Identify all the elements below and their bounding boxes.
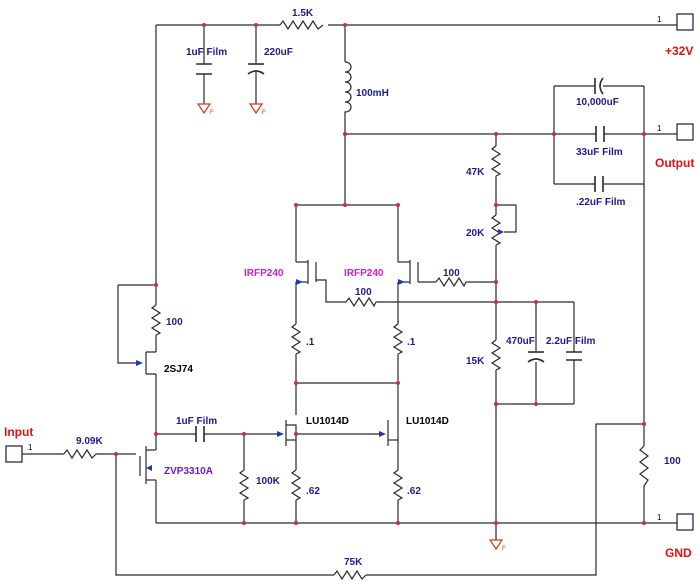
capacitor-33uf — [595, 126, 605, 142]
port-output[interactable]: 1 Output — [654, 123, 694, 170]
ground-icon: F — [196, 103, 214, 116]
svg-text:Output: Output — [655, 156, 694, 170]
label-q-zvp3310a: ZVP3310A — [164, 466, 213, 477]
capacitor-470uf — [527, 351, 545, 363]
resistor-r-062-right — [392, 469, 404, 501]
svg-text:+32V: +32V — [665, 44, 693, 58]
resistor-r-909k — [63, 448, 97, 460]
jfet-2sj74 — [136, 351, 156, 375]
label-r-062-left: .62 — [306, 486, 320, 497]
transistors — [136, 260, 419, 484]
jfet-lu1014d-right — [379, 420, 389, 446]
capacitor-022uf — [594, 176, 604, 192]
resistor-r-15k — [490, 339, 502, 371]
label-r-47k: 47K — [466, 167, 485, 178]
label-r-062-right: .62 — [407, 486, 421, 497]
label-pot-20k: 20K — [466, 228, 485, 239]
label-c-10000uf: 10,000uF — [576, 97, 619, 108]
label-l-100mh: 100mH — [356, 88, 389, 99]
label-c-33uf: 33uF Film — [576, 147, 623, 158]
resistor-r-100-left — [150, 304, 162, 336]
wires — [28, 24, 654, 576]
ground-symbols: F F F — [196, 103, 506, 552]
mosfet-irfp240-left — [296, 260, 317, 285]
resistor-r-062-left — [290, 469, 302, 501]
port-gnd[interactable]: 1 GND — [654, 513, 694, 560]
svg-text:GND: GND — [665, 546, 692, 560]
label-q-2sj74: 2SJ74 — [164, 364, 193, 375]
label-q-lu1014d-right: LU1014D — [406, 416, 449, 427]
capacitors — [195, 63, 605, 442]
component-labels: 1.5K 1uF Film 220uF 100mH 10,000uF 33uF … — [76, 8, 681, 568]
svg-text:1: 1 — [657, 15, 662, 24]
label-r-100k: 100K — [256, 476, 281, 487]
resistor-r-100-right — [639, 445, 649, 487]
svg-text:Input: Input — [4, 425, 33, 439]
resistor-r-47k — [490, 145, 502, 177]
inductor-100mh — [344, 61, 352, 120]
resistor-r-01-left — [290, 323, 302, 355]
port-input[interactable]: 1 Input — [4, 425, 33, 463]
svg-text:F: F — [262, 110, 266, 116]
resistor-r-01-right — [392, 323, 404, 355]
resistor-r-75k — [333, 569, 367, 581]
resistor-pot-20k — [490, 214, 502, 246]
label-r-100-mid: 100 — [355, 287, 372, 298]
label-r-75k: 75K — [344, 557, 363, 568]
junction-dots — [114, 23, 646, 525]
svg-text:1: 1 — [657, 513, 662, 522]
svg-text:1: 1 — [657, 124, 662, 133]
label-q-irfp240-right: IRFP240 — [344, 268, 384, 279]
label-r-01-left: .1 — [306, 337, 315, 348]
label-q-irfp240-left: IRFP240 — [244, 268, 284, 279]
mosfet-zvp3310a — [145, 446, 152, 484]
label-r-100-gate: 100 — [443, 268, 460, 279]
resistor-r-top — [279, 19, 324, 31]
resistor-r-100k — [238, 469, 250, 501]
resistor-r-100-gate — [435, 276, 467, 288]
label-c-220uf: 220uF — [264, 47, 293, 58]
label-r-909k: 9.09K — [76, 436, 103, 447]
capacitor-220uf — [247, 63, 265, 75]
ground-icon: F — [488, 539, 506, 552]
capacitor-10000uf — [594, 77, 604, 95]
label-c-22uf: 2.2uF Film — [546, 336, 596, 347]
capacitor-1uf-top — [196, 63, 212, 75]
label-c-1uf-top: 1uF Film — [186, 47, 227, 58]
label-r-15k: 15K — [466, 356, 485, 367]
label-r-01-right: .1 — [407, 337, 416, 348]
label-c-470uf: 470uF — [506, 336, 535, 347]
label-r-100-right: 100 — [664, 456, 681, 467]
label-c-022uf: .22uF Film — [576, 197, 626, 208]
jfet-lu1014d-left — [277, 420, 287, 446]
resistors — [63, 19, 649, 581]
port-vplus[interactable]: 1 +32V — [654, 13, 694, 58]
capacitor-22uf — [566, 351, 582, 361]
svg-text:F: F — [210, 110, 214, 116]
svg-text:1: 1 — [28, 443, 33, 452]
label-c-1uf-input: 1uF Film — [176, 416, 217, 427]
pot-wiper-arrow — [498, 229, 504, 235]
capacitor-1uf-input — [195, 426, 205, 442]
label-r-100-left: 100 — [166, 317, 183, 328]
svg-text:F: F — [502, 546, 506, 552]
ground-icon: F — [248, 103, 266, 116]
label-r-top: 1.5K — [292, 8, 314, 19]
resistor-r-100-mid — [345, 296, 377, 308]
label-q-lu1014d-left: LU1014D — [306, 416, 349, 427]
mosfet-irfp240-right — [398, 260, 419, 285]
